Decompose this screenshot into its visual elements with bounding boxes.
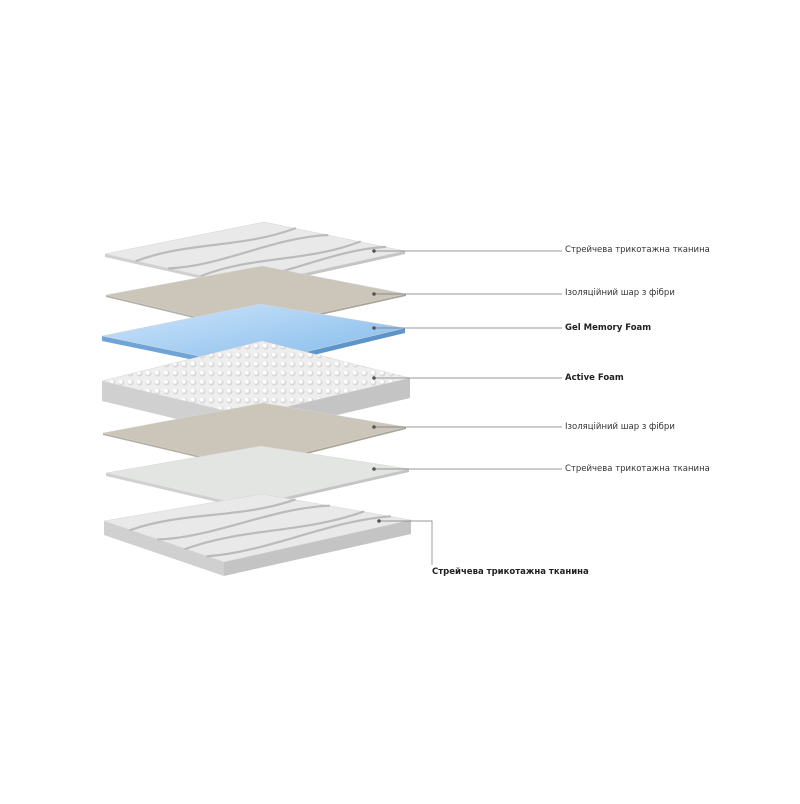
layer-front-edge (106, 473, 247, 509)
leader-dot-active (372, 376, 376, 380)
leader-dot-stretch (372, 467, 376, 471)
layer-label-top-fabric: Стрейчева трикотажна тканина (565, 245, 710, 255)
layer-label-active: Active Foam (565, 373, 624, 383)
layer-label-fiber-1: Ізоляційний шар з фібри (565, 288, 675, 298)
fabric-wave-pattern (129, 498, 392, 558)
fabric-wave (200, 240, 361, 277)
layer-bottom-fabric (103, 493, 412, 576)
fabric-wave (135, 227, 297, 263)
leader-line-bottom-fabric (379, 520, 433, 565)
leader-dot-bottom-fabric (377, 519, 381, 523)
fabric-wave (129, 498, 296, 532)
fabric-wave-pattern (135, 227, 387, 283)
fabric-wave (206, 515, 392, 558)
leader-dot-gel (372, 326, 376, 330)
layer-label-stretch: Стрейчева трикотажна тканина (565, 464, 710, 474)
layer-label-fiber-2: Ізоляційний шар з фібри (565, 422, 675, 432)
layer-label-bottom-fabric: Стрейчева трикотажна тканина (432, 567, 589, 577)
fabric-wave (184, 510, 365, 550)
layer-label-gel: Gel Memory Foam (565, 323, 652, 333)
leader-dot-fiber-1 (372, 292, 376, 296)
leader-dot-top-fabric (372, 249, 376, 253)
layer-front-edge (104, 521, 224, 576)
leader-dot-fiber-2 (372, 425, 376, 429)
layer-side-edge (224, 520, 411, 576)
fabric-wave (167, 233, 329, 270)
layer-top-face (103, 493, 412, 563)
fabric-wave (156, 504, 331, 541)
